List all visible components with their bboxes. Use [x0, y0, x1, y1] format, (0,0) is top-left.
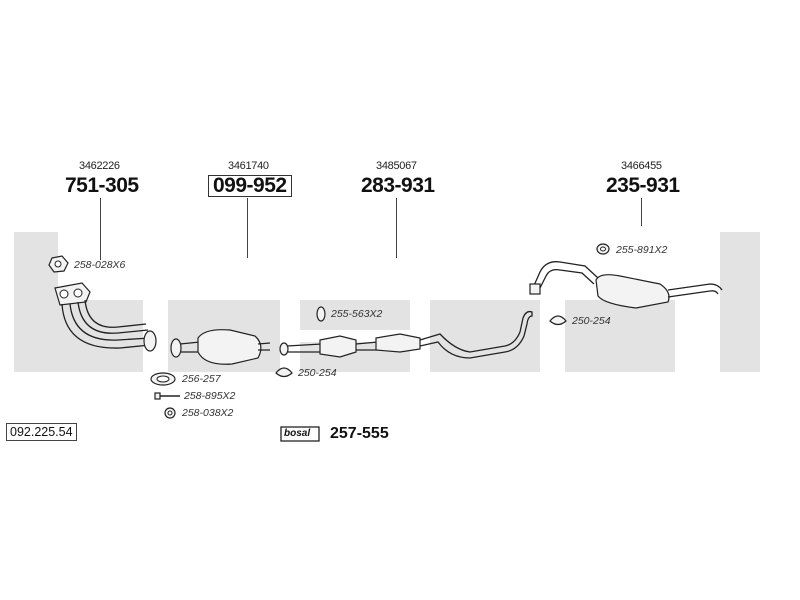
- accessory-label: 255-891X2: [616, 244, 668, 256]
- oem-number-1: 3462226: [79, 160, 120, 172]
- leader-235-931: [641, 198, 643, 226]
- accessory-label: 258-895X2: [184, 390, 236, 402]
- rubber-hanger-icon: [316, 243, 610, 322]
- part-number-2: 099-952: [208, 175, 292, 197]
- bosal-watermark: [14, 232, 760, 372]
- accessory-label: 256-257: [182, 373, 221, 385]
- part-number-4: 235-931: [606, 174, 680, 197]
- kit-badge: [280, 426, 320, 442]
- kit-badge-text: bosal: [284, 428, 311, 439]
- kit-number: 257-555: [330, 425, 389, 442]
- oem-number-3: 3485067: [376, 160, 417, 172]
- oem-number-4: 3466455: [621, 160, 662, 172]
- bolt-icon: [154, 392, 180, 400]
- accessory-label: 258-038X2: [182, 407, 234, 419]
- accessory-label: 250-254: [572, 315, 611, 327]
- reference-number: 092.225.54: [6, 423, 77, 441]
- clamp-icon: [275, 315, 567, 378]
- rear-silencer-drawing: [529, 261, 723, 309]
- leader-283-931: [396, 198, 398, 258]
- front-pipe-drawing: [54, 282, 157, 352]
- middle-section-drawing: [279, 310, 533, 359]
- accessory-label: 255-563X2: [331, 308, 383, 320]
- gasket-icon: [150, 372, 176, 386]
- oem-number-2: 3461740: [228, 160, 269, 172]
- catalytic-converter-drawing: [170, 329, 271, 365]
- part-number-3: 283-931: [361, 174, 435, 197]
- accessory-label: 250-254: [298, 367, 337, 379]
- part-number-1: 751-305: [65, 174, 139, 197]
- leader-099-952: [247, 198, 249, 258]
- nut-icon: [48, 255, 69, 273]
- small-nut-icon: [164, 407, 176, 419]
- leader-751-305: [100, 198, 102, 260]
- accessory-label: 258-028X6: [74, 259, 126, 271]
